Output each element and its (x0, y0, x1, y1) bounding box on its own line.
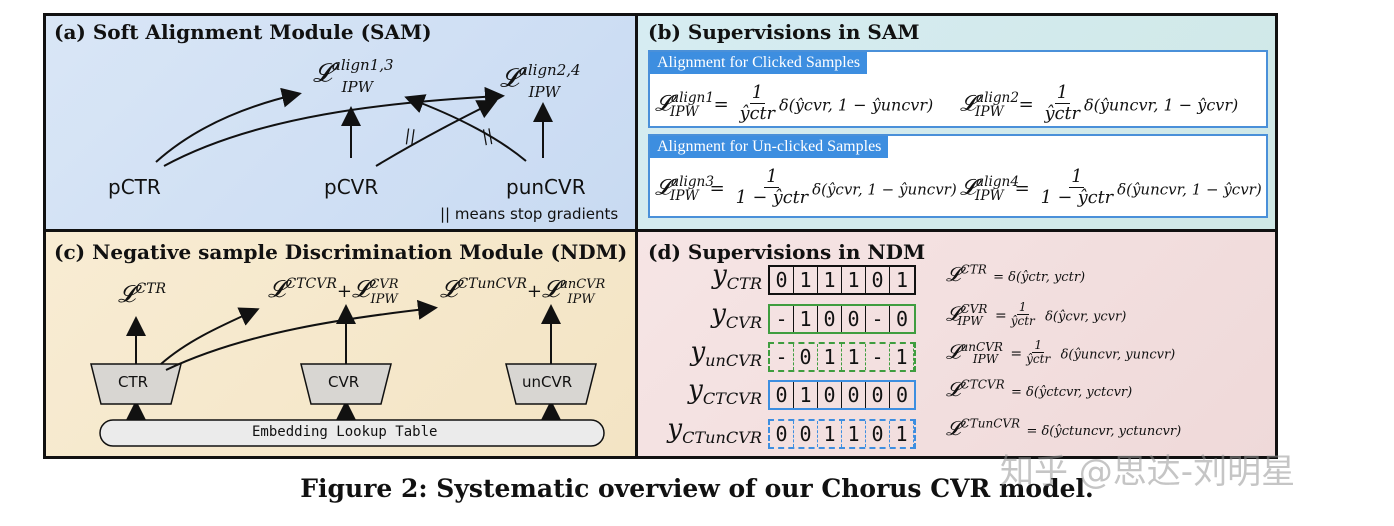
row-loss-ctuncvr: 𝓛CTunCVR = δ(ŷctuncvr, yctuncvr) (946, 416, 1182, 440)
label-cell: 0 (818, 306, 842, 332)
label-cell: 0 (866, 267, 890, 293)
arrow-pctr-to-loss2 (163, 86, 505, 167)
tower-uncvr (505, 363, 597, 405)
label-cell: 1 (818, 267, 842, 293)
embedding-table-shape (99, 419, 605, 447)
arrow-pcvr-to-loss2 (375, 100, 498, 167)
label-cell: 0 (770, 267, 794, 293)
panel-d-title: (d) Supervisions in NDM (648, 240, 926, 264)
panel-ndm-supervisions (638, 232, 1275, 456)
figure-caption: Figure 2: Systematic overview of our Cho… (300, 474, 1094, 503)
row-label-cvr: yCVR (711, 299, 762, 333)
label-cell: 1 (794, 306, 818, 332)
embedding-label: Embedding Lookup Table (252, 424, 438, 440)
label-cell: 1 (842, 421, 866, 447)
horizontal-divider (46, 229, 1275, 232)
label-cell: 1 (842, 267, 866, 293)
arrow-ctr-to-ctcvr (160, 307, 260, 365)
label-cell: - (866, 344, 890, 370)
sam-arrows (155, 86, 553, 167)
node-pctr: pCTR (108, 175, 161, 199)
label-cell: 0 (866, 382, 890, 408)
tower-cvr (300, 363, 392, 405)
arrow-puncvr-to-loss1 (404, 94, 527, 162)
label-cell: 0 (794, 344, 818, 370)
label-cell: 1 (794, 382, 818, 408)
label-cell: 1 (842, 344, 866, 370)
label-cell: 0 (842, 382, 866, 408)
watermark: 知乎 @思达-刘明星 (1000, 452, 1296, 492)
row-label-ctuncvr: yCTunCVR (667, 414, 762, 448)
label-cell: 0 (818, 382, 842, 408)
label-cell: 1 (818, 344, 842, 370)
unclicked-header: Alignment for Un-clicked Samples (650, 136, 889, 158)
arrow-ctr-to-ctuncvr (165, 299, 438, 371)
panel-b-title: (b) Supervisions in SAM (648, 20, 920, 44)
label-cell: - (770, 344, 794, 370)
row-label-uncvr: yunCVR (690, 337, 762, 371)
loss-align24: 𝓛align2,4IPW (500, 61, 581, 101)
label-cell: 0 (895, 307, 909, 331)
label-cell: 1 (890, 344, 914, 370)
panel-sam (46, 16, 635, 229)
stop-gradient-note: || means stop gradients (440, 205, 619, 223)
loss-ctr: 𝓛CTR (118, 280, 167, 308)
label-cell: 0 (842, 306, 866, 332)
tower-ctr-label: CTR (118, 373, 149, 391)
figure-frame (43, 13, 1278, 459)
label-cell: 1 (890, 421, 914, 447)
label-cell: 0 (770, 421, 794, 447)
label-cell: 1 (895, 268, 909, 292)
row-label-ctr: yCTR (712, 260, 762, 294)
arrow-pctr-to-loss1 (155, 87, 302, 163)
row-loss-ctr: 𝓛CTR = δ(ŷctr, yctr) (946, 262, 1086, 286)
vertical-divider (635, 16, 638, 456)
loss-align13: 𝓛align1,3IPW (313, 56, 394, 96)
row-label-ctcvr: yCTCVR (688, 375, 762, 409)
node-puncvr: punCVR (506, 175, 586, 199)
tower-ctr (90, 363, 182, 405)
loss-ctcvr-cvr: 𝓛CTCVR+𝓛CVRIPW (268, 275, 399, 307)
label-cell: 1 (794, 267, 818, 293)
row-loss-ctcvr: 𝓛CTCVR = δ(ŷctcvr, yctcvr) (946, 377, 1133, 401)
tower-cvr-label: CVR (328, 373, 360, 391)
panel-a-title: (a) Soft Alignment Module (SAM) (54, 20, 432, 44)
label-cell: 1 (818, 421, 842, 447)
clicked-header: Alignment for Clicked Samples (650, 52, 868, 74)
ndm-graph (90, 299, 605, 447)
tower-uncvr-label: unCVR (522, 373, 573, 391)
label-cell: - (770, 306, 794, 332)
label-cell: 0 (866, 421, 890, 447)
label-cell: 0 (794, 421, 818, 447)
node-pcvr: pCVR (324, 175, 379, 199)
label-cell: 0 (895, 383, 909, 407)
label-cell: - (866, 306, 890, 332)
panel-c-title: (c) Negative sample Discrimination Modul… (54, 240, 628, 264)
loss-ctuncvr-uncvr: 𝓛CTunCVR+𝓛unCVRIPW (440, 275, 606, 307)
label-cell: 0 (770, 382, 794, 408)
